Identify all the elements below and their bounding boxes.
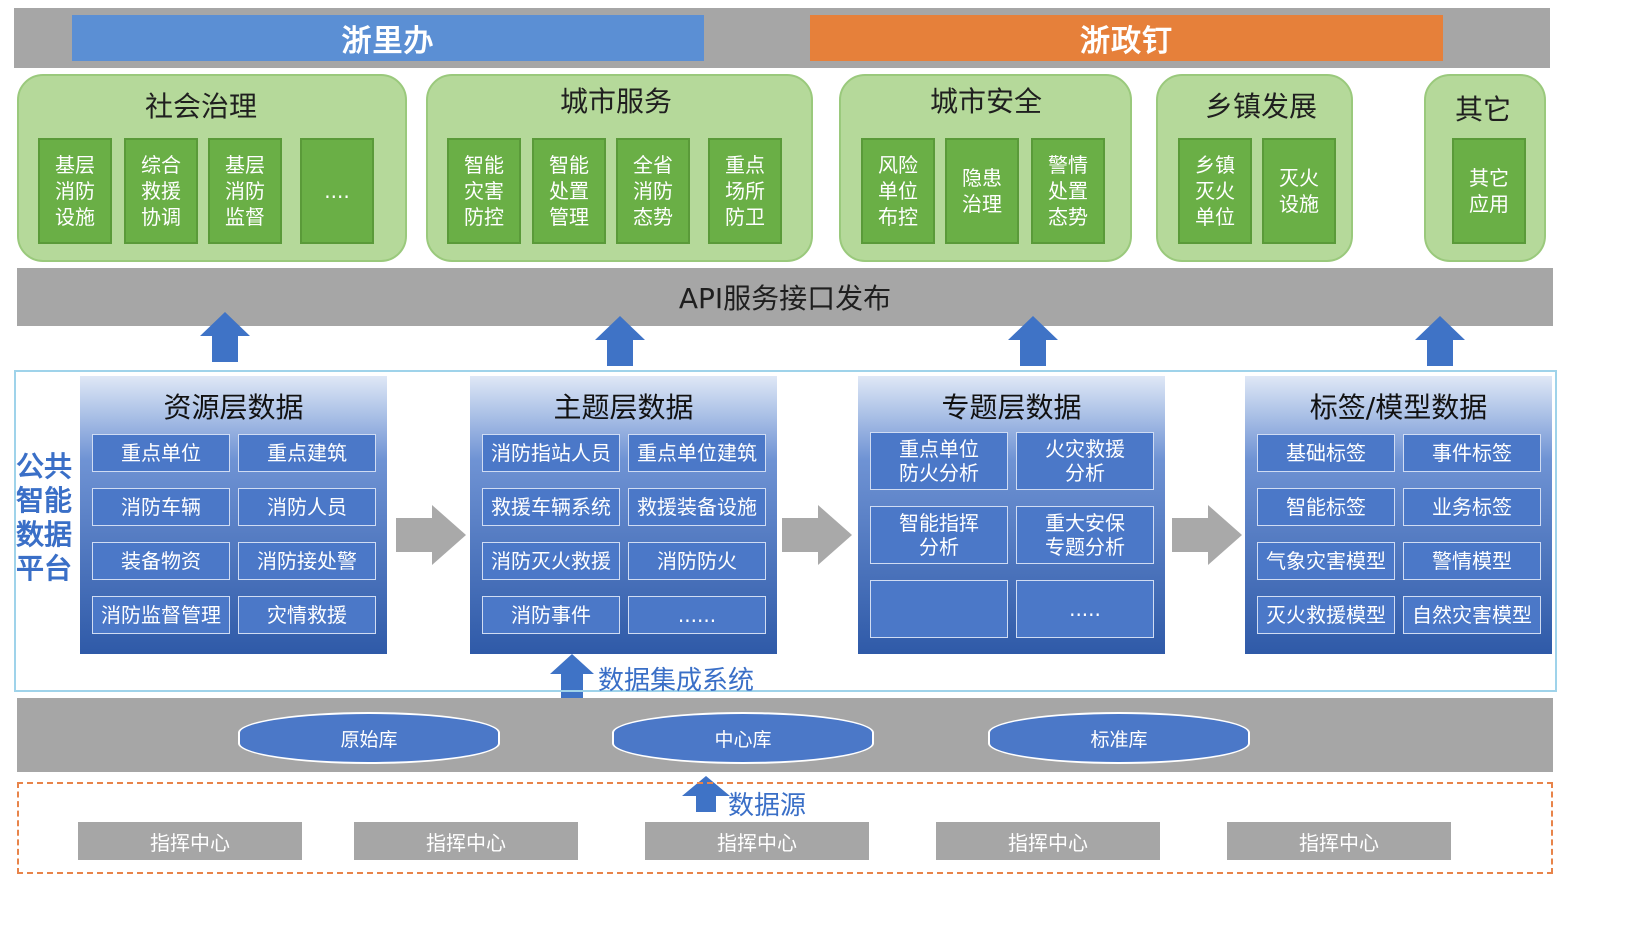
- data-cell[interactable]: 救援装备设施: [628, 488, 766, 526]
- public-data-platform: [14, 370, 1557, 692]
- data-cell[interactable]: 警情模型: [1403, 542, 1541, 580]
- data-cell[interactable]: 气象灾害模型: [1257, 542, 1395, 580]
- app-tile[interactable]: 警情 处置 态势: [1031, 138, 1105, 244]
- arrow-up-icon: [550, 654, 594, 708]
- app-group-title: 社会治理: [145, 90, 258, 123]
- data-cell[interactable]: 装备物资: [92, 542, 230, 580]
- app-tile[interactable]: 综合 救援 协调: [124, 138, 198, 244]
- app-tile[interactable]: 全省 消防 态势: [616, 138, 690, 244]
- app-tile[interactable]: 灭火 设施: [1262, 138, 1336, 244]
- data-cell[interactable]: .....: [1016, 580, 1154, 638]
- arrow-right-icon: [1172, 505, 1242, 565]
- command-center-source[interactable]: 指挥中心: [1227, 822, 1451, 860]
- app-tile[interactable]: 隐患 治理: [945, 138, 1019, 244]
- arrow-right-icon: [782, 505, 852, 565]
- database-cylinder[interactable]: 中心库: [612, 712, 874, 764]
- data-cell[interactable]: 救援车辆系统: [482, 488, 620, 526]
- data-cell[interactable]: 灭火救援模型: [1257, 596, 1395, 634]
- arrow-up-icon: [1415, 316, 1465, 366]
- portal-zhezhengding[interactable]: 浙政钉: [810, 15, 1443, 61]
- data-cell[interactable]: 重点单位建筑: [628, 434, 766, 472]
- app-tile[interactable]: 基层 消防 监督: [208, 138, 282, 244]
- app-tile[interactable]: ....: [300, 138, 374, 244]
- api-publish-bar: API服务接口发布: [17, 268, 1553, 326]
- arrow-up-icon: [200, 312, 250, 362]
- layer-title: 资源层数据: [163, 391, 304, 424]
- data-cell[interactable]: 灾情救援: [238, 596, 376, 634]
- app-tile[interactable]: 其它 应用: [1452, 138, 1526, 244]
- data-cell[interactable]: 消防接处警: [238, 542, 376, 580]
- command-center-source[interactable]: 指挥中心: [936, 822, 1160, 860]
- database-cylinder[interactable]: 标准库: [988, 712, 1250, 764]
- data-integration-label: 数据集成系统: [598, 666, 755, 696]
- data-cell[interactable]: 重点建筑: [238, 434, 376, 472]
- data-cell[interactable]: 业务标签: [1403, 488, 1541, 526]
- data-cell[interactable]: 消防车辆: [92, 488, 230, 526]
- app-tile[interactable]: 风险 单位 布控: [861, 138, 935, 244]
- app-group-title: 城市安全: [930, 85, 1043, 118]
- app-tile[interactable]: 乡镇 灭火 单位: [1178, 138, 1252, 244]
- data-cell[interactable]: 事件标签: [1403, 434, 1541, 472]
- data-cell[interactable]: 火灾救援 分析: [1016, 432, 1154, 490]
- layer-title: 标签/模型数据: [1309, 391, 1488, 424]
- command-center-source[interactable]: 指挥中心: [354, 822, 578, 860]
- platform-label: 公共 智能 数据 平台: [16, 450, 73, 585]
- app-group-title: 城市服务: [560, 85, 673, 118]
- data-cell[interactable]: 重点单位 防火分析: [870, 432, 1008, 490]
- data-cell[interactable]: 消防监督管理: [92, 596, 230, 634]
- data-cell[interactable]: 消防事件: [482, 596, 620, 634]
- data-cell[interactable]: 消防人员: [238, 488, 376, 526]
- data-cell[interactable]: 消防灭火救援: [482, 542, 620, 580]
- arrow-up-icon: [1008, 316, 1058, 366]
- arrow-up-icon: [595, 316, 645, 366]
- arrow-right-icon: [396, 505, 466, 565]
- app-group-title: 乡镇发展: [1205, 90, 1318, 123]
- data-cell[interactable]: 消防指站人员: [482, 434, 620, 472]
- arrow-up-icon: [682, 776, 730, 812]
- app-tile[interactable]: 基层 消防 设施: [38, 138, 112, 244]
- layer-title: 专题层数据: [941, 391, 1082, 424]
- data-cell[interactable]: [870, 580, 1008, 638]
- data-cell[interactable]: ......: [628, 596, 766, 634]
- data-cell[interactable]: 消防防火: [628, 542, 766, 580]
- data-cell[interactable]: 智能标签: [1257, 488, 1395, 526]
- data-cell[interactable]: 基础标签: [1257, 434, 1395, 472]
- command-center-source[interactable]: 指挥中心: [78, 822, 302, 860]
- portal-zheliban[interactable]: 浙里办: [72, 15, 704, 61]
- data-cell[interactable]: 重点单位: [92, 434, 230, 472]
- app-group-title: 其它: [1455, 93, 1512, 126]
- data-cell[interactable]: 重大安保 专题分析: [1016, 506, 1154, 564]
- app-tile[interactable]: 智能 处置 管理: [532, 138, 606, 244]
- data-source-region: [17, 782, 1553, 874]
- database-cylinder[interactable]: 原始库: [238, 712, 500, 764]
- data-cell[interactable]: 智能指挥 分析: [870, 506, 1008, 564]
- app-tile[interactable]: 智能 灾害 防控: [447, 138, 521, 244]
- layer-title: 主题层数据: [553, 391, 694, 424]
- data-cell[interactable]: 自然灾害模型: [1403, 596, 1541, 634]
- app-tile[interactable]: 重点 场所 防卫: [708, 138, 782, 244]
- command-center-source[interactable]: 指挥中心: [645, 822, 869, 860]
- data-source-label: 数据源: [728, 791, 807, 821]
